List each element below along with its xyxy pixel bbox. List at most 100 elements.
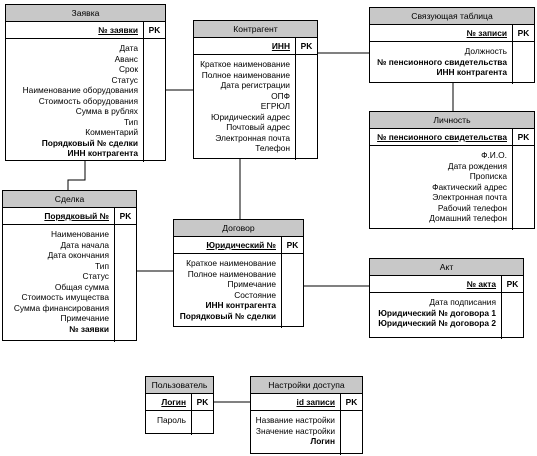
attribute: Прописка <box>469 171 507 181</box>
attribute: Электронная почта <box>215 132 290 143</box>
entity-title: Настройки доступа <box>251 377 362 394</box>
entity-title: Пользователь <box>146 377 213 394</box>
entity-title: Заявка <box>6 5 165 22</box>
key-column <box>512 42 534 84</box>
attribute-section: Пароль <box>146 411 213 435</box>
foreign-key-attribute: Логин <box>310 436 335 446</box>
attribute: Сумма в рублях <box>75 106 138 116</box>
attribute: Примечание <box>227 279 276 289</box>
entity-title: Личность <box>370 112 534 129</box>
key-column <box>512 146 534 230</box>
key-column <box>340 411 362 455</box>
primary-key-field: Логин <box>161 397 186 407</box>
attribute: Стоимость оборудования <box>38 95 138 106</box>
attribute: Состояние <box>234 289 276 300</box>
attribute: Комментарий <box>85 127 138 137</box>
attribute: ЕГРЮЛ <box>260 101 290 111</box>
attribute: Стоимость имущества <box>21 292 109 302</box>
attribute: Наименование <box>50 229 109 239</box>
attribute: Дата регистрации <box>220 80 290 90</box>
foreign-key-attribute: № заявки <box>69 323 109 334</box>
foreign-key-attribute: ИНН контрагента <box>205 300 276 310</box>
attribute: Срок <box>118 64 138 74</box>
attribute: ОПФ <box>271 90 290 101</box>
attribute: Примечание <box>60 313 109 323</box>
key-column <box>295 55 317 160</box>
key-column <box>281 254 303 328</box>
foreign-key-attribute: Порядковый № сделки <box>179 310 276 321</box>
primary-key-field: № акта <box>466 279 496 289</box>
link-zayavka-sdelka <box>67 161 86 190</box>
attribute: Дата окончания <box>47 250 109 260</box>
pk-badge: PK <box>191 394 213 410</box>
pk-badge: PK <box>340 394 362 410</box>
foreign-key-attribute: ИНН контрагента <box>436 67 507 77</box>
pk-badge: PK <box>295 38 317 54</box>
foreign-key-attribute: № пенсионного свидетельства <box>377 56 507 67</box>
attribute: Тип <box>95 260 109 271</box>
pk-badge: PK <box>143 22 165 38</box>
primary-key-field: id записи <box>296 397 336 407</box>
attribute: Дата подписания <box>429 297 496 307</box>
attribute: Аванс <box>114 53 138 64</box>
attribute: Ф.И.О. <box>481 150 507 160</box>
attribute: Дата рождения <box>447 160 507 171</box>
attribute: Дата <box>119 43 138 53</box>
primary-key-row: № заявки PK <box>6 22 165 39</box>
primary-key-row: id записи PK <box>251 394 362 411</box>
pk-badge: PK <box>512 25 534 41</box>
primary-key-field: № записи <box>466 28 507 38</box>
primary-key-field: Порядковый № <box>44 211 109 221</box>
attribute: Статус <box>82 271 109 281</box>
primary-key-field: № заявки <box>98 25 138 35</box>
attribute: Электронная почта <box>432 192 507 202</box>
attribute: Должность <box>464 46 507 56</box>
foreign-key-attribute: ИНН контрагента <box>67 148 138 158</box>
primary-key-row: Логин PK <box>146 394 213 411</box>
attribute: Статус <box>111 74 138 85</box>
attribute: Фактический адрес <box>432 181 507 192</box>
key-column <box>143 39 165 162</box>
entity-title: Сделка <box>3 191 136 208</box>
primary-key-row: № записи PK <box>370 25 534 42</box>
primary-key-field: Юридический № <box>206 240 276 250</box>
attribute: Полное наименование <box>187 268 276 279</box>
attribute: Наименование оборудования <box>22 85 138 95</box>
entity-title: Акт <box>370 259 523 276</box>
pk-badge: PK <box>501 276 523 292</box>
foreign-key-attribute: Юридический № договора 1 <box>378 307 496 318</box>
attribute: Полное наименование <box>201 69 290 80</box>
primary-key-field: № пенсионного свидетельства <box>377 132 507 142</box>
key-column <box>501 293 523 339</box>
foreign-key-attribute: Юридический № договора 2 <box>378 318 496 328</box>
attribute: Почтовый адрес <box>226 122 290 132</box>
entity-title: Договор <box>174 220 303 237</box>
attribute: Рабочий телефон <box>437 202 507 213</box>
